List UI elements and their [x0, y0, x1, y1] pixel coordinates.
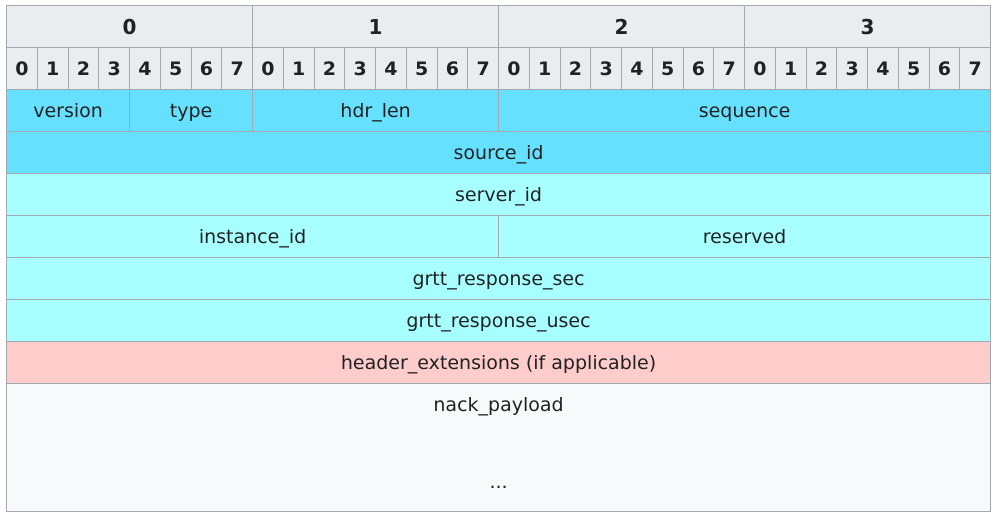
bit-header-0-5: 5 [159, 47, 192, 90]
field-type: type [129, 89, 253, 132]
bit-header-0-2: 2 [67, 47, 100, 90]
bit-header-2-2: 2 [559, 47, 592, 90]
field-row-2: source_id [6, 131, 991, 174]
bit-header-2-7: 7 [713, 47, 745, 90]
field-grtt-response-sec: grtt_response_sec [6, 257, 991, 300]
field-row-1: version type hdr_len sequence [6, 89, 991, 132]
bit-header-0-7: 7 [221, 47, 253, 90]
field-version: version [6, 89, 130, 132]
field-nack-payload: nack_payload ... [6, 383, 991, 512]
field-instance-id: instance_id [6, 215, 499, 258]
bit-header-1-1: 1 [282, 47, 315, 90]
field-source-id: source_id [6, 131, 991, 174]
byte-header-2: 2 [498, 5, 745, 48]
bit-header-0-4: 4 [129, 47, 161, 90]
bit-header-3-0: 0 [744, 47, 776, 90]
bit-header-1-3: 3 [344, 47, 376, 90]
bit-header-2-0: 0 [498, 47, 530, 90]
field-row-3: server_id [6, 173, 991, 216]
bit-header-2-5: 5 [651, 47, 684, 90]
bit-header-2-6: 6 [682, 47, 715, 90]
bit-header-2-3: 3 [590, 47, 622, 90]
byte-header-3: 3 [744, 5, 991, 48]
field-row-8: nack_payload ... [6, 383, 991, 512]
bit-header-0-0: 0 [6, 47, 38, 90]
field-row-6: grtt_response_usec [6, 299, 991, 342]
byte-header-row: 0 1 2 3 [6, 5, 991, 48]
bit-header-2-4: 4 [621, 47, 653, 90]
field-row-5: grtt_response_sec [6, 257, 991, 300]
field-server-id: server_id [6, 173, 991, 216]
byte-header-1: 1 [252, 5, 499, 48]
bit-header-1-4: 4 [375, 47, 407, 90]
bit-header-0-1: 1 [36, 47, 69, 90]
bit-header-3-6: 6 [928, 47, 961, 90]
byte-header-0: 0 [6, 5, 253, 48]
bit-header-1-0: 0 [252, 47, 284, 90]
bit-header-1-5: 5 [405, 47, 438, 90]
nack-payload-ellipsis: ... [489, 471, 508, 493]
field-row-7: header_extensions (if applicable) [6, 341, 991, 384]
bit-header-3-3: 3 [836, 47, 868, 90]
bit-header-1-6: 6 [436, 47, 469, 90]
field-hdr-len: hdr_len [252, 89, 499, 132]
bit-header-3-1: 1 [774, 47, 807, 90]
bit-header-2-1: 1 [528, 47, 561, 90]
field-row-4: instance_id reserved [6, 215, 991, 258]
field-sequence: sequence [498, 89, 991, 132]
bit-header-3-2: 2 [805, 47, 838, 90]
field-reserved: reserved [498, 215, 991, 258]
bit-header-3-5: 5 [897, 47, 930, 90]
bit-header-0-6: 6 [190, 47, 223, 90]
bit-header-1-7: 7 [467, 47, 499, 90]
nack-payload-label: nack_payload [433, 394, 564, 416]
bit-header-3-4: 4 [867, 47, 899, 90]
field-grtt-response-usec: grtt_response_usec [6, 299, 991, 342]
bit-header-3-7: 7 [959, 47, 991, 90]
bit-header-0-3: 3 [98, 47, 130, 90]
field-header-extensions: header_extensions (if applicable) [6, 341, 991, 384]
bit-header-1-2: 2 [313, 47, 346, 90]
